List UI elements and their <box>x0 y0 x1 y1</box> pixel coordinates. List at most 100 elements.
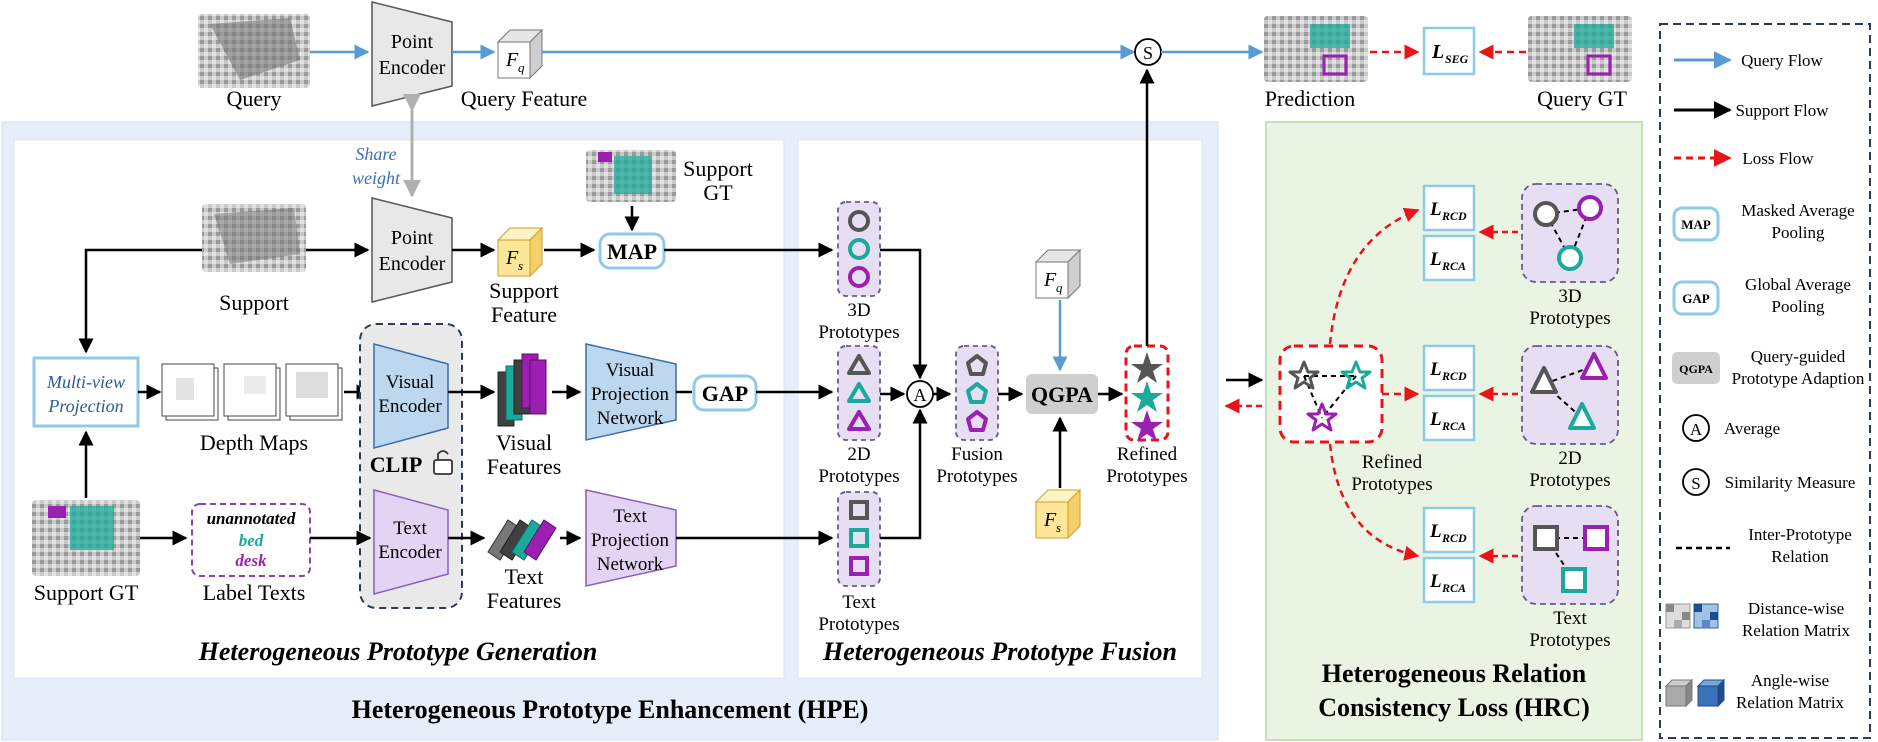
text-features-label-2: Features <box>487 588 562 613</box>
legend-support-flow: Support Flow <box>1735 101 1829 120</box>
query-gt-label: Query GT <box>1537 86 1627 111</box>
label-texts-box: unannotated bed desk <box>191 503 311 577</box>
prototypes-text-label-1: Text <box>842 592 876 613</box>
similarity-node: S <box>1134 38 1162 66</box>
lrca-text-box: L RCA <box>1422 556 1476 604</box>
svg-text:L: L <box>1431 41 1444 63</box>
svg-text:Network: Network <box>597 408 664 429</box>
svg-text:L: L <box>1429 409 1442 430</box>
legend-inter-1: Inter-Prototype <box>1748 525 1852 544</box>
svg-text:F: F <box>505 49 519 71</box>
svg-text:L: L <box>1429 571 1442 592</box>
hrc-2d-label-1: 2D <box>1558 448 1581 469</box>
3d-to-average <box>880 248 928 380</box>
svg-text:q: q <box>1056 280 1063 295</box>
svg-text:GAP: GAP <box>702 381 748 406</box>
prototypes-2d-label-2: Prototypes <box>818 466 899 487</box>
lseg-box: L SEG <box>1422 26 1476 76</box>
svg-text:Visual: Visual <box>386 372 434 393</box>
fs-cube-support: F s <box>496 226 544 278</box>
support-gt-top-label-1: Support <box>683 156 753 181</box>
svg-text:QGPA: QGPA <box>1031 382 1093 407</box>
legend-gap-1: Global Average <box>1745 275 1851 294</box>
average-node: A <box>906 380 934 408</box>
svg-text:Projection: Projection <box>591 530 670 551</box>
svg-text:MAP: MAP <box>607 239 657 264</box>
query-gt-pointcloud <box>1528 16 1632 82</box>
legend-angle-1: Angle-wise <box>1751 671 1829 690</box>
svg-text:L: L <box>1429 249 1442 270</box>
text-encoder: Text Encoder <box>373 489 449 595</box>
prototypes-3d <box>837 201 881 297</box>
hrc-title-1: Heterogeneous Relation <box>1322 659 1587 688</box>
svg-text:bed: bed <box>239 531 264 550</box>
svg-text:Projection: Projection <box>47 396 123 416</box>
svg-text:Point: Point <box>391 31 434 53</box>
svg-text:F: F <box>1043 509 1057 531</box>
prototypes-text-label-2: Prototypes <box>818 614 899 635</box>
svg-text:QGPA: QGPA <box>1679 362 1713 376</box>
svg-text:L: L <box>1429 521 1442 542</box>
fusion-prototypes <box>955 345 999 441</box>
support-flow-left <box>78 248 202 354</box>
svg-text:Visual: Visual <box>606 360 654 381</box>
svg-text:L: L <box>1429 199 1442 220</box>
loss-to-text <box>1328 443 1420 561</box>
svg-text:Encoder: Encoder <box>379 253 446 275</box>
svg-text:Projection: Projection <box>591 384 670 405</box>
svg-text:Encoder: Encoder <box>378 396 442 417</box>
svg-text:s: s <box>518 258 523 273</box>
qgpa-module: QGPA <box>1026 374 1098 414</box>
svg-text:desk: desk <box>235 551 267 570</box>
legend-inter-2: Relation <box>1771 547 1829 566</box>
hpg-title: Heterogeneous Prototype Generation <box>198 637 598 666</box>
hrc-text-label-2: Prototypes <box>1529 630 1610 651</box>
svg-text:F: F <box>505 247 519 269</box>
share-weight-label-2: weight <box>352 168 401 188</box>
support-pointcloud <box>202 204 306 272</box>
svg-text:Text: Text <box>393 518 427 539</box>
legend-dist-1: Distance-wise <box>1748 599 1844 618</box>
visual-features-label-1: Visual <box>496 430 552 455</box>
label-texts-label: Label Texts <box>203 580 306 605</box>
prototypes-2d <box>837 345 881 441</box>
refined-prototypes <box>1124 344 1170 442</box>
support-label: Support <box>219 290 289 315</box>
svg-text:Encoder: Encoder <box>378 542 442 563</box>
text-projection-network: Text Projection Network <box>585 489 677 587</box>
svg-text:L: L <box>1429 359 1442 380</box>
legend-query-flow: Query Flow <box>1741 51 1823 70</box>
support-gt-pointcloud-bottom <box>32 500 140 576</box>
legend-average: Average <box>1724 419 1780 438</box>
gap-module: GAP <box>692 374 758 412</box>
text-features <box>487 519 557 561</box>
legend-gap-icon: GAP <box>1672 280 1720 316</box>
visual-features <box>497 353 547 427</box>
legend-average-icon: A <box>1682 414 1710 442</box>
hpf-title: Heterogeneous Prototype Fusion <box>822 637 1177 666</box>
legend-map-icon: MAP <box>1672 206 1720 242</box>
hrc-3d-prototypes <box>1521 183 1619 283</box>
hrc-text-prototypes <box>1521 505 1619 605</box>
prediction-pointcloud <box>1264 16 1368 82</box>
query-feature-label: Query Feature <box>461 86 587 111</box>
svg-text:GAP: GAP <box>1682 291 1710 306</box>
svg-text:Encoder: Encoder <box>379 57 446 79</box>
svg-text:Point: Point <box>391 227 434 249</box>
visual-projection-network: Visual Projection Network <box>585 343 677 441</box>
prototypes-3d-label-1: 3D <box>847 300 870 321</box>
lrcd-2d-box: L RCD <box>1422 344 1476 392</box>
legend-dist-2: Relation Matrix <box>1742 621 1851 640</box>
lrca-3d-box: L RCA <box>1422 234 1476 282</box>
svg-text:Text: Text <box>613 506 647 527</box>
loss-to-3d <box>1328 207 1420 345</box>
svg-text:SEG: SEG <box>1445 52 1469 66</box>
legend-similarity-icon: S <box>1682 468 1710 496</box>
svg-text:S: S <box>1691 474 1700 493</box>
svg-text:RCD: RCD <box>1441 531 1467 545</box>
hrc-refined-label-1: Refined <box>1362 452 1423 473</box>
visual-encoder: Visual Encoder <box>373 343 449 449</box>
legend-qgpa-icon: QGPA <box>1672 352 1720 384</box>
